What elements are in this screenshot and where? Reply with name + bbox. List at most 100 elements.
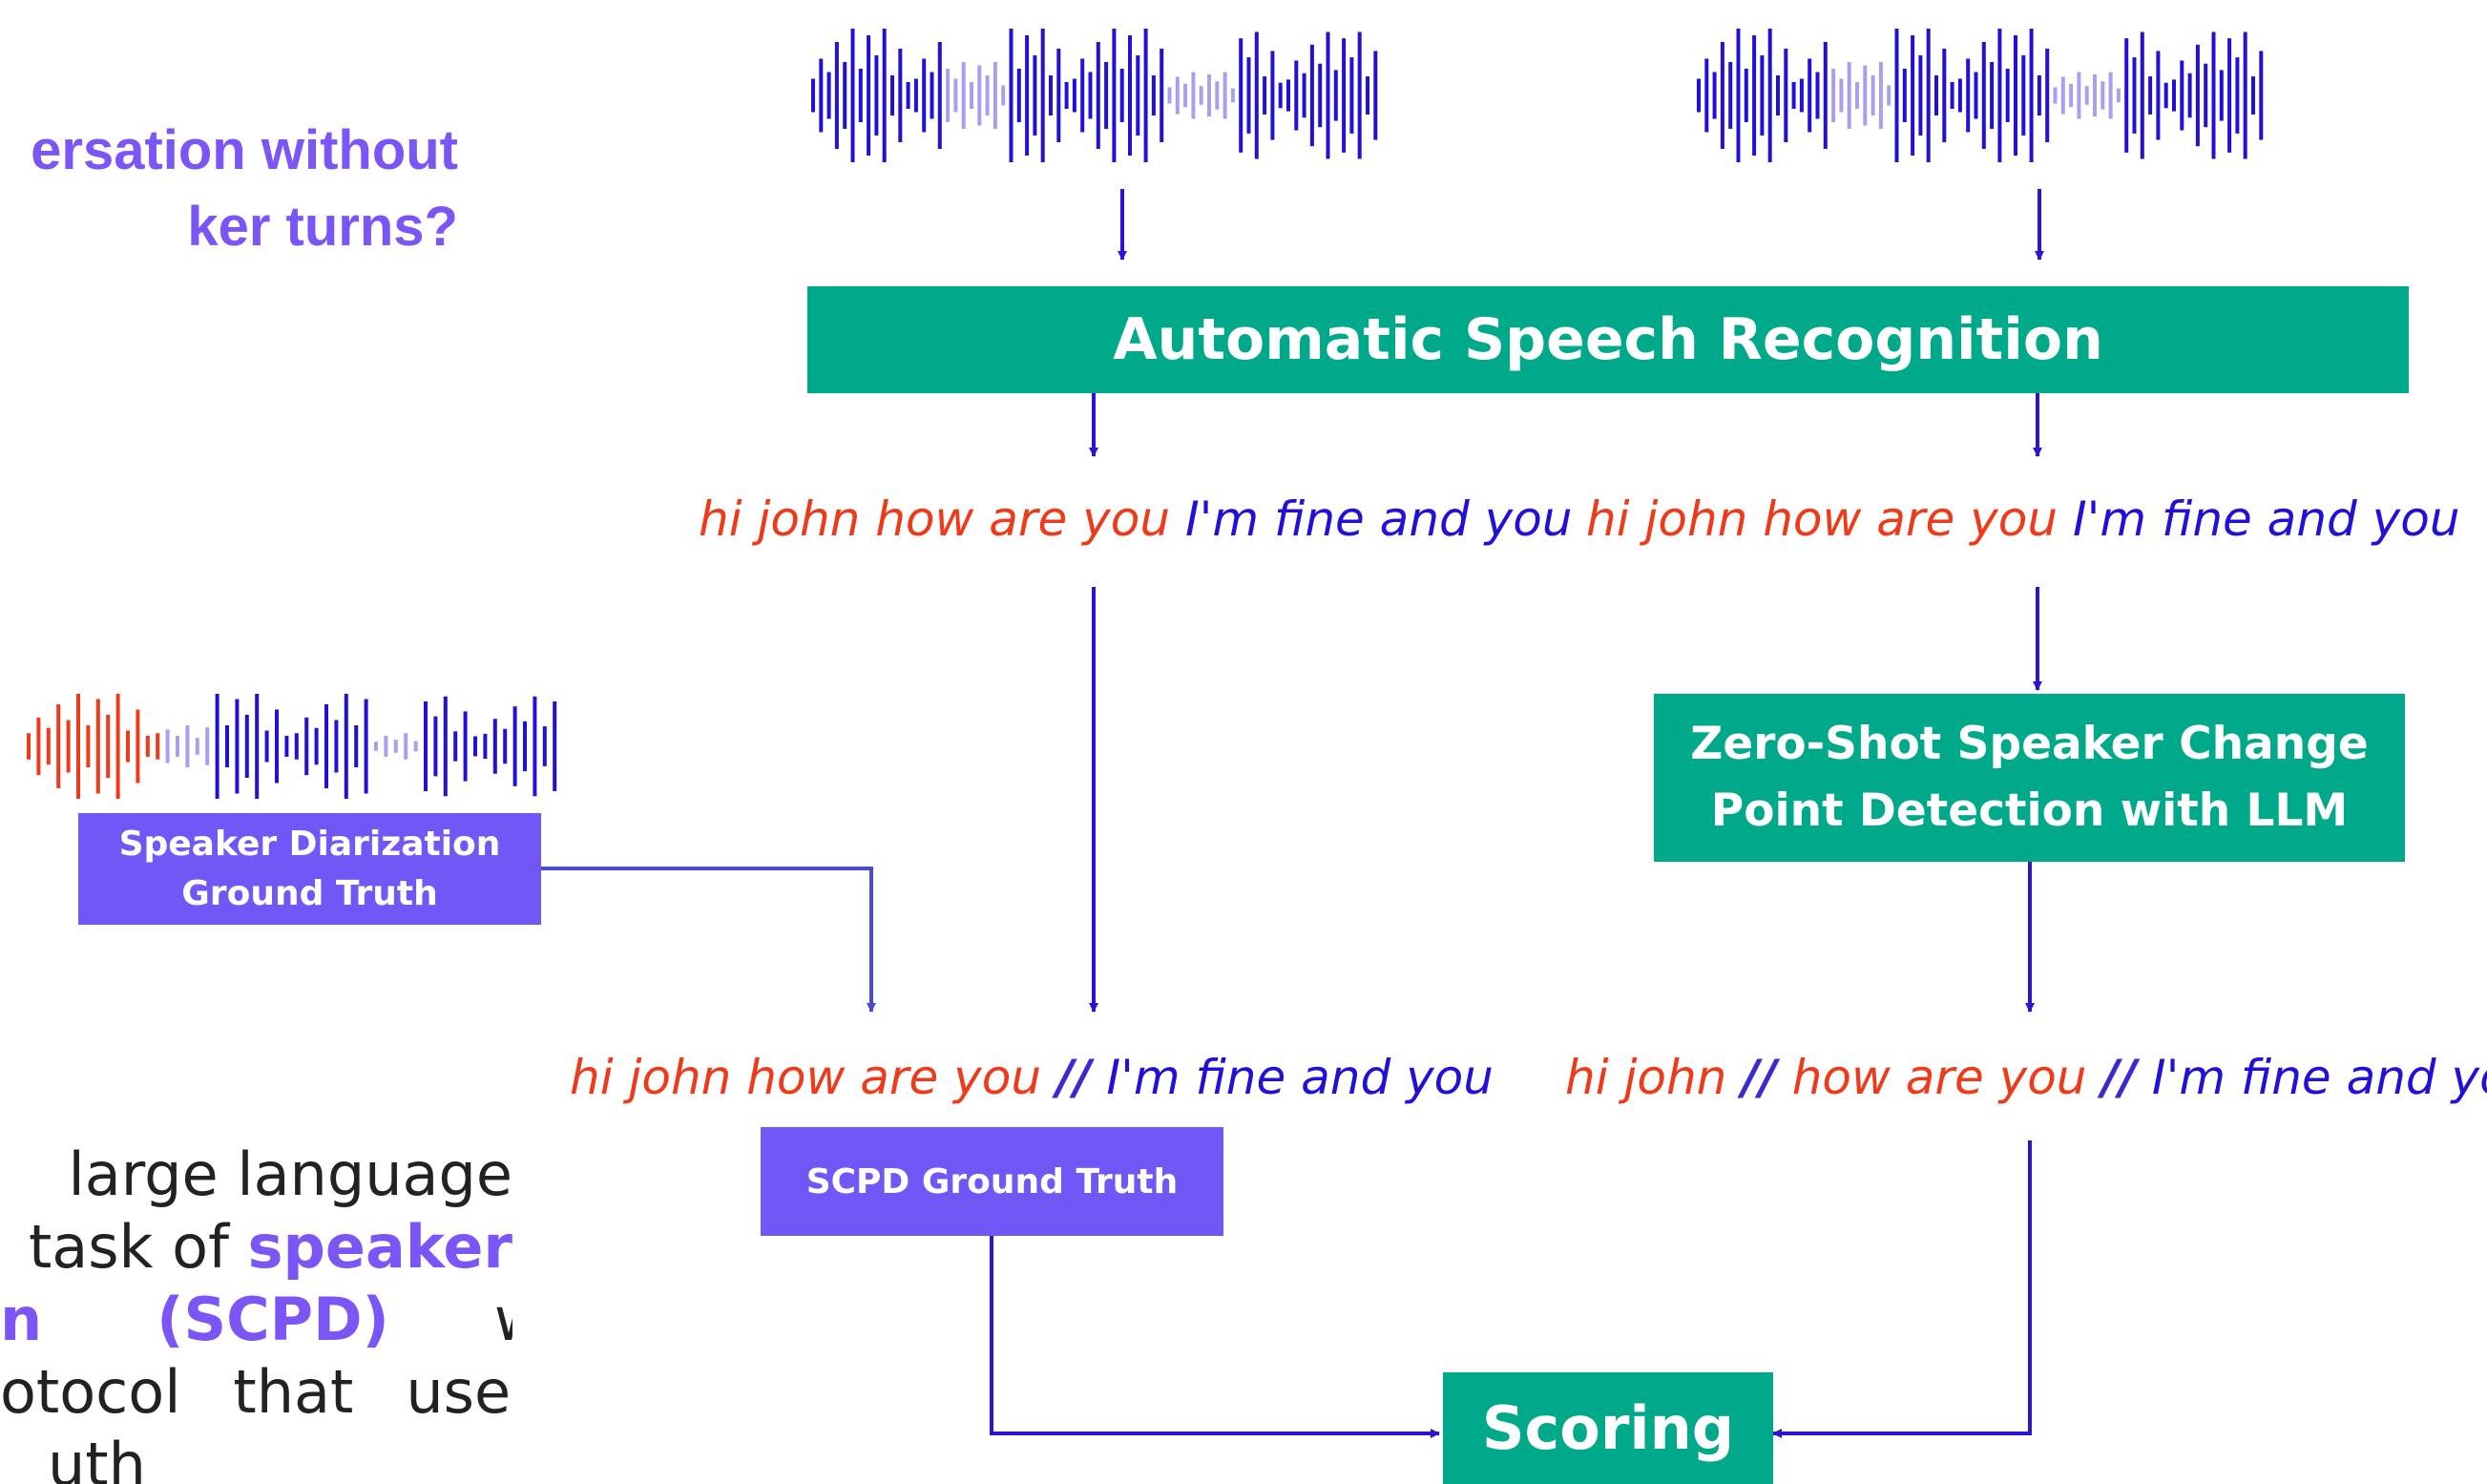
- speaker1-text: hi john how are you: [1586, 491, 2059, 547]
- waveform-bar: [2195, 44, 2200, 147]
- waveform-bar: [1326, 31, 1330, 159]
- waveform-bar: [1239, 38, 1244, 153]
- waveform-bar: [1136, 55, 1140, 136]
- waveform-bar: [1911, 35, 1915, 156]
- waveform-bar: [1815, 72, 1820, 119]
- scpd-gt-label: SCPD Ground Truth: [805, 1161, 1179, 1202]
- waveform-bar: [1080, 58, 1085, 133]
- waveform-bar: [46, 727, 51, 765]
- transcript-ground-truth: hi john how are you // I'm fine and you: [570, 1050, 1494, 1105]
- waveform-bar: [2100, 81, 2105, 110]
- waveform-bar: [2187, 73, 2192, 118]
- waveform-bar: [156, 733, 160, 760]
- waveform-bar: [1278, 82, 1283, 109]
- waveform-bar: [1981, 42, 1986, 149]
- waveform-bar: [1072, 78, 1076, 113]
- waveform-bar: [1199, 86, 1203, 105]
- waveform-bar: [145, 736, 150, 757]
- waveform-left: [811, 29, 1378, 162]
- waveform-bar: [1823, 42, 1828, 149]
- waveform-bar: [1799, 78, 1804, 113]
- paragraph-line-5: uth: [48, 1430, 146, 1484]
- waveform-bar: [384, 736, 388, 757]
- waveform-bar: [393, 740, 398, 753]
- waveform-bar: [2108, 72, 2113, 119]
- waveform-bar: [1784, 49, 1788, 142]
- highlight-text: speaker: [247, 1212, 512, 1282]
- waveform-bar: [946, 69, 951, 122]
- waveform-bar: [1887, 85, 1891, 106]
- waveform-bar: [2029, 29, 2034, 162]
- waveform-bar: [1997, 29, 2002, 162]
- waveform-bar: [977, 65, 982, 126]
- waveform-bar: [86, 725, 91, 767]
- waveform-bar: [2045, 49, 2050, 142]
- waveform-bar: [512, 706, 517, 786]
- waveform-bar: [255, 694, 260, 799]
- scoring-box: Scoring: [1443, 1372, 1773, 1484]
- waveform-bar: [2235, 57, 2240, 134]
- waveform-bar: [1143, 29, 1148, 162]
- waveform-bar: [1349, 57, 1354, 134]
- waveform-bar: [2156, 51, 2161, 140]
- waveform-bar: [1902, 69, 1907, 122]
- speaker1-text: how are you: [1791, 1050, 2087, 1105]
- waveform-bar: [1760, 55, 1765, 136]
- waveform-bar: [344, 694, 348, 799]
- waveform-bar: [843, 62, 847, 129]
- waveform-bar: [1246, 57, 1251, 134]
- waveform-bar: [2132, 57, 2137, 134]
- waveform-bar: [1270, 51, 1275, 140]
- waveform-bar: [294, 733, 299, 760]
- waveform-bar: [1791, 82, 1796, 109]
- waveform-bar: [2148, 76, 2153, 115]
- waveform-bar: [882, 29, 887, 162]
- waveform-bar: [364, 699, 368, 794]
- waveform-bar: [953, 78, 958, 113]
- waveform-bar: [890, 75, 894, 115]
- waveform-bar: [314, 727, 319, 765]
- waveform-bar: [2124, 38, 2129, 153]
- asr-box: Automatic Speech Recognition: [807, 286, 2409, 393]
- waveform-bar: [215, 694, 219, 799]
- waveform-bar: [1049, 75, 1053, 115]
- waveform-bar: [1974, 72, 1978, 119]
- waveform-bar: [1112, 29, 1117, 162]
- waveform-bar: [2227, 38, 2232, 153]
- waveform-bar: [404, 733, 408, 760]
- waveform-bar: [523, 721, 527, 772]
- waveform-bar: [1831, 69, 1836, 122]
- waveform-bar: [1712, 72, 1717, 119]
- separator-mark: //: [1742, 1050, 1777, 1105]
- waveform-bar: [324, 704, 328, 788]
- waveform-bar: [993, 62, 997, 129]
- waveform-bar: [1191, 72, 1196, 119]
- waveform-bar: [1767, 29, 1772, 162]
- waveform-bar: [2005, 69, 2010, 122]
- waveform-bar: [2060, 76, 2065, 115]
- waveform-bar: [2093, 73, 2097, 117]
- waveform-bar: [244, 715, 249, 778]
- waveform-bar: [354, 725, 359, 767]
- arrow-diarization-to-gt: [541, 867, 876, 1013]
- waveform-bar: [1207, 73, 1211, 117]
- waveform-bar: [1966, 58, 1971, 133]
- waveform-bar: [205, 727, 210, 765]
- waveform-bar: [874, 55, 879, 136]
- waveform-bar: [1366, 76, 1369, 115]
- waveform-bar: [1878, 62, 1883, 129]
- waveform-bar: [1855, 82, 1859, 109]
- speaker1-text: hi john how are you: [699, 491, 1171, 547]
- waveform-bar: [195, 738, 199, 755]
- waveform-bar: [503, 728, 508, 764]
- waveform-bar: [985, 75, 990, 115]
- waveform-bar: [453, 731, 458, 762]
- waveform-bar: [1950, 82, 1954, 109]
- waveform-bar: [1942, 49, 1947, 142]
- waveform-bar: [304, 717, 309, 776]
- waveform-bar: [334, 720, 339, 773]
- waveform-bar: [1990, 62, 1995, 129]
- highlight-text: n: [0, 1285, 43, 1354]
- waveform-bar: [819, 58, 824, 133]
